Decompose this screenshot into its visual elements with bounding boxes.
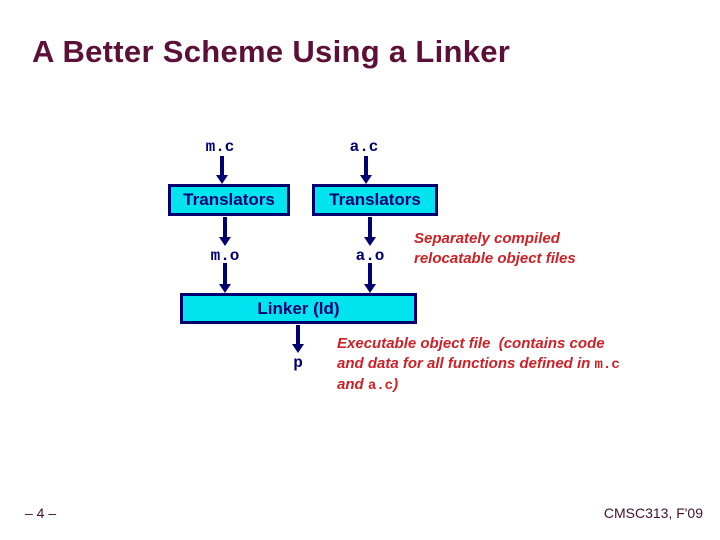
source-file-a-label: a.c	[349, 138, 379, 156]
arrow-stem	[296, 325, 300, 344]
arrow-head	[292, 344, 304, 353]
arrow-stem	[368, 263, 372, 284]
arrow-stem	[364, 156, 368, 175]
translators-box-right-label: Translators	[329, 190, 421, 209]
arrow-down-icon	[292, 325, 304, 353]
linker-box-label: Linker (ld)	[257, 298, 340, 318]
arrow-head	[360, 175, 372, 184]
arrow-head	[364, 237, 376, 246]
note-text: Executable object file (contains code	[337, 335, 605, 352]
arrow-head	[219, 284, 231, 293]
note-mono-ac: a.c	[367, 378, 394, 394]
course-footer: CMSC313, F'09	[603, 505, 703, 521]
source-file-m-label: m.c	[205, 138, 235, 156]
note-mono-mc: m.c	[594, 357, 620, 373]
page-number: – 4 –	[25, 505, 57, 521]
arrow-down-icon	[219, 263, 231, 293]
arrow-down-icon	[364, 263, 376, 293]
note-text: and data for all functions defined in	[337, 355, 595, 372]
page-title: A Better Scheme Using a Linker	[32, 34, 511, 69]
arrow-head	[216, 175, 228, 184]
arrow-head	[364, 284, 376, 293]
translators-box-left: Translators	[168, 184, 290, 216]
note-line: Separately compiled	[414, 230, 560, 247]
note-executable-object-file: Executable object file (contains code an…	[337, 334, 620, 396]
arrow-stem	[220, 156, 224, 175]
note-text: )	[393, 376, 399, 393]
object-file-m-label: m.o	[210, 247, 240, 265]
note-line: relocatable object files	[414, 250, 576, 267]
object-file-a-label: a.o	[355, 247, 385, 265]
translators-box-right: Translators	[312, 184, 438, 216]
note-line: and data for all functions defined in m.…	[337, 354, 620, 375]
arrow-down-icon	[219, 217, 231, 246]
translators-box-left-label: Translators	[183, 190, 275, 209]
arrow-down-icon	[364, 217, 376, 246]
note-line: and a.c)	[337, 375, 620, 396]
executable-p-label: p	[293, 354, 303, 372]
arrow-head	[219, 237, 231, 246]
linker-box: Linker (ld)	[180, 293, 417, 324]
arrow-stem	[223, 263, 227, 284]
note-line: Executable object file (contains code	[337, 334, 620, 354]
note-relocatable-objects: Separately compiled relocatable object f…	[414, 229, 576, 269]
arrow-down-icon	[216, 156, 228, 184]
note-text: and	[337, 376, 368, 393]
arrow-stem	[223, 217, 227, 237]
arrow-down-icon	[360, 156, 372, 184]
arrow-stem	[368, 217, 372, 237]
